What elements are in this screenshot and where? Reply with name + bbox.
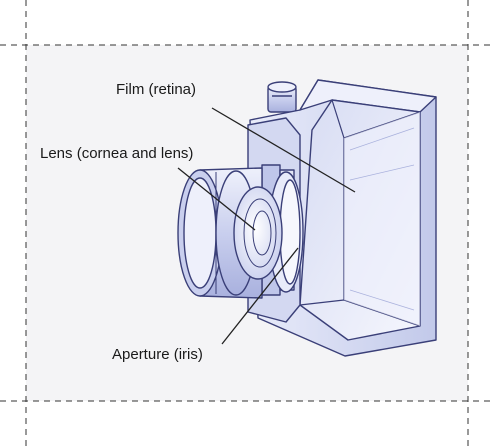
lens-glass <box>233 186 283 280</box>
aperture-label: Aperture (iris) <box>112 346 203 363</box>
camera-illustration <box>177 79 437 357</box>
leader-lines <box>177 107 356 345</box>
lens-leader-line <box>177 167 256 231</box>
lens-label: Lens (cornea and lens) <box>40 145 194 162</box>
aperture-leader-line <box>221 247 299 345</box>
camera-top-rim <box>299 79 437 113</box>
film-label: Film (retina) <box>116 81 197 98</box>
film-leader-line <box>211 107 356 193</box>
camera-knob <box>267 81 297 113</box>
